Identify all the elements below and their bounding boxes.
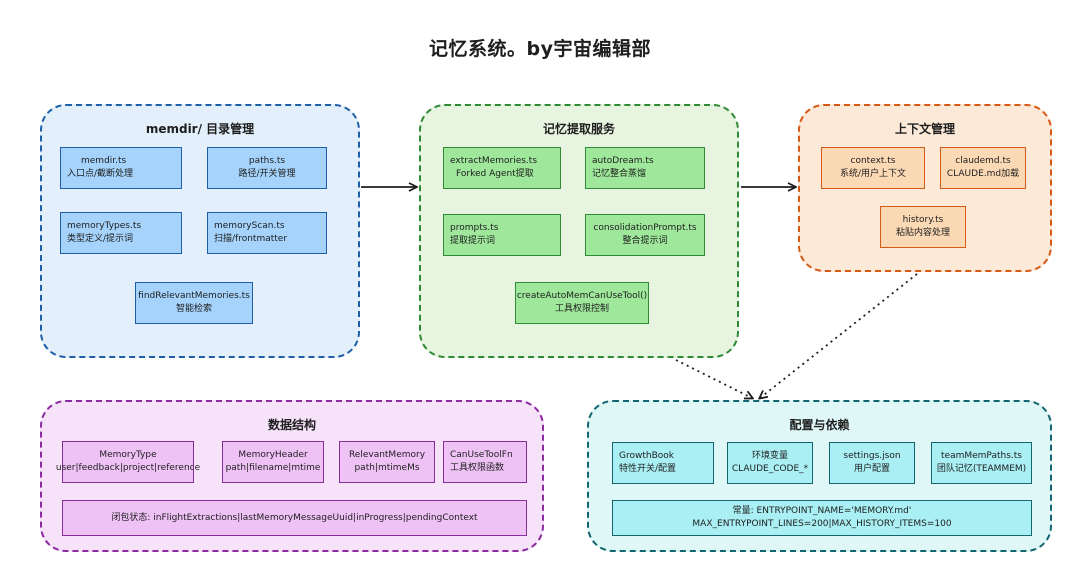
history-ts-box[interactable]: history.ts 粘贴内容处理 — [880, 206, 966, 248]
box-name: paths.ts — [248, 156, 286, 166]
memdir-group-title: memdir/ 目录管理 — [145, 122, 255, 136]
auto-dream-ts-box[interactable]: autoDream.ts 记忆整合蒸馏 — [585, 147, 705, 189]
box-name: memdir.ts — [81, 156, 127, 166]
env-vars-box[interactable]: 环境变量 CLAUDE_CODE_* — [727, 442, 813, 484]
box-desc: CLAUDE.md加载 — [946, 169, 1020, 179]
box-name: memoryTypes.ts — [67, 221, 142, 231]
box-desc: 特性开关/配置 — [619, 464, 677, 474]
box-name: findRelevantMemories.ts — [138, 291, 250, 301]
prompts-ts-box[interactable]: prompts.ts 提取提示词 — [443, 214, 561, 256]
box-desc: 系统/用户上下文 — [839, 169, 907, 179]
extract-service-group-title: 记忆提取服务 — [542, 122, 615, 136]
box-desc: path|mtimeMs — [354, 463, 420, 473]
constants-box[interactable]: 常量: ENTRYPOINT_NAME='MEMORY.md' MAX_ENTR… — [612, 500, 1032, 536]
create-auto-mem-can-use-tool-box[interactable]: createAutoMemCanUseTool() 工具权限控制 — [515, 282, 649, 324]
box-desc: path|filename|mtime — [225, 463, 321, 473]
constants-line-2: MAX_ENTRYPOINT_LINES=200|MAX_HISTORY_ITE… — [692, 519, 952, 529]
context-ts-box[interactable]: context.ts 系统/用户上下文 — [821, 147, 925, 189]
box-name: teamMemPaths.ts — [941, 451, 1022, 461]
box-name: settings.json — [843, 451, 901, 461]
box-desc: 入口点/截断处理 — [67, 169, 134, 179]
box-name: memoryScan.ts — [214, 221, 285, 231]
box-name: createAutoMemCanUseTool() — [516, 291, 648, 301]
box-name: consolidationPrompt.ts — [593, 223, 697, 233]
box-name: autoDream.ts — [592, 156, 654, 166]
box-name: RelevantMemory — [348, 450, 426, 460]
data-structures-group-title: 数据结构 — [267, 418, 316, 432]
box-name: MemoryType — [99, 450, 157, 460]
relevant-memory-box[interactable]: RelevantMemory path|mtimeMs — [339, 441, 435, 483]
config-dependencies-group-title: 配置与依赖 — [789, 418, 850, 432]
box-name: CanUseToolFn — [450, 450, 513, 460]
claudemd-ts-box[interactable]: claudemd.ts CLAUDE.md加载 — [940, 147, 1026, 189]
box-name: prompts.ts — [450, 223, 499, 233]
extract-memories-ts-box[interactable]: extractMemories.ts Forked Agent提取 — [443, 147, 561, 189]
box-desc: 智能检索 — [175, 304, 212, 314]
closure-state-text: 闭包状态: inFlightExtractions|lastMemoryMess… — [111, 512, 478, 523]
box-name: history.ts — [902, 215, 944, 225]
box-desc: 扫描/frontmatter — [214, 234, 288, 244]
team-mem-paths-ts-box[interactable]: teamMemPaths.ts 团队记忆(TEAMMEM) — [931, 442, 1032, 484]
box-desc: CLAUDE_CODE_* — [731, 464, 809, 474]
find-relevant-memories-ts-box[interactable]: findRelevantMemories.ts 智能检索 — [135, 282, 253, 324]
memdir-ts-box[interactable]: memdir.ts 入口点/截断处理 — [60, 147, 182, 189]
box-name: context.ts — [850, 156, 896, 166]
memory-scan-ts-box[interactable]: memoryScan.ts 扫描/frontmatter — [207, 212, 327, 254]
box-name: claudemd.ts — [955, 156, 1011, 166]
paths-ts-box[interactable]: paths.ts 路径/开关管理 — [207, 147, 327, 189]
box-desc: 粘贴内容处理 — [895, 228, 950, 238]
can-use-tool-fn-box[interactable]: CanUseToolFn 工具权限函数 — [443, 441, 527, 483]
memory-types-ts-box[interactable]: memoryTypes.ts 类型定义/提示词 — [60, 212, 182, 254]
box-desc: 工具权限控制 — [554, 304, 609, 314]
box-desc: Forked Agent提取 — [456, 169, 534, 179]
consolidation-prompt-ts-box[interactable]: consolidationPrompt.ts 整合提示词 — [585, 214, 705, 256]
box-name: extractMemories.ts — [450, 156, 538, 166]
context-management-group-title: 上下文管理 — [894, 122, 955, 136]
box-name: MemoryHeader — [238, 450, 308, 460]
box-desc: 用户配置 — [853, 464, 890, 474]
box-desc: 提取提示词 — [450, 236, 496, 246]
box-desc: 整合提示词 — [622, 236, 668, 246]
closure-state-box[interactable]: 闭包状态: inFlightExtractions|lastMemoryMess… — [62, 500, 527, 536]
dotted-arrow-context-to-config — [760, 273, 918, 398]
box-desc: 路径/开关管理 — [238, 169, 296, 179]
constants-line-1: 常量: ENTRYPOINT_NAME='MEMORY.md' — [732, 506, 912, 516]
box-desc: 团队记忆(TEAMMEM) — [936, 464, 1027, 474]
diagram-title: 记忆系统。by宇宙编辑部 — [429, 38, 651, 60]
box-desc: 工具权限函数 — [450, 463, 505, 473]
box-desc: user|feedback|project|reference — [55, 463, 201, 473]
memory-header-box[interactable]: MemoryHeader path|filename|mtime — [222, 441, 324, 483]
growthbook-box[interactable]: GrowthBook 特性开关/配置 — [612, 442, 714, 484]
dotted-arrow-extract-to-config — [675, 359, 752, 398]
memory-type-box[interactable]: MemoryType user|feedback|project|referen… — [56, 441, 200, 483]
box-desc: 记忆整合蒸馏 — [592, 169, 647, 179]
settings-json-box[interactable]: settings.json 用户配置 — [829, 442, 915, 484]
box-name: GrowthBook — [619, 451, 674, 461]
box-name: 环境变量 — [751, 451, 788, 461]
box-desc: 类型定义/提示词 — [67, 234, 134, 244]
